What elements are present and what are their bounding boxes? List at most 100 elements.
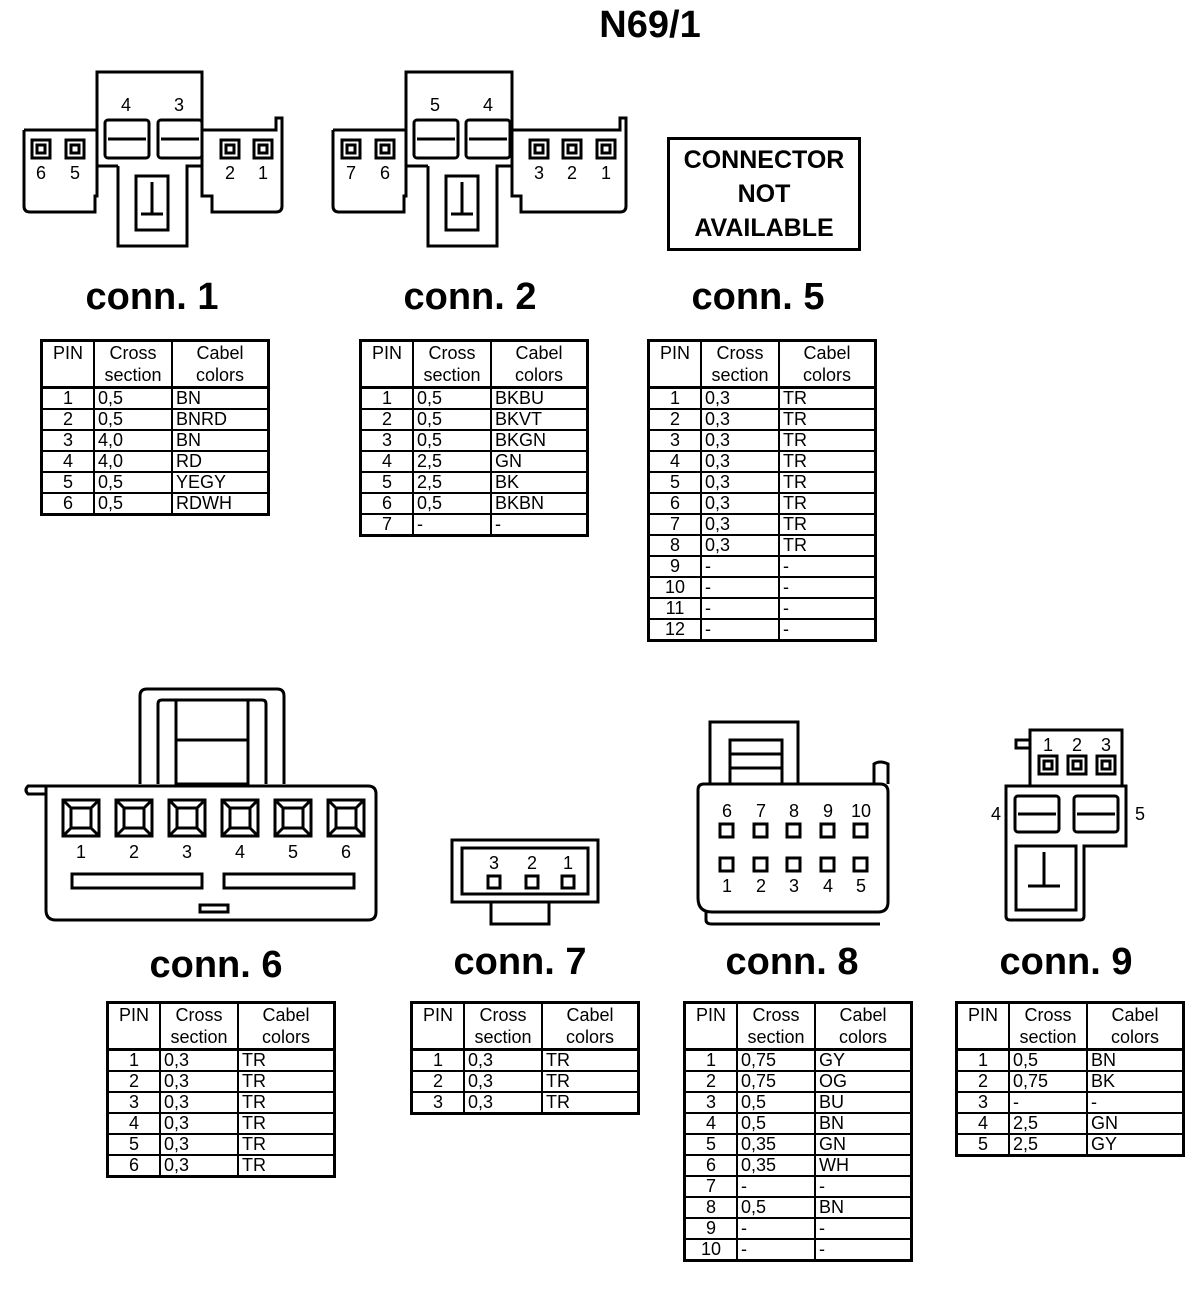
cross-section-cell: 2,5: [1008, 1112, 1088, 1135]
cable-color-cell: TR: [778, 386, 877, 410]
color-header-line1: Cabel: [515, 343, 563, 363]
cable-color-cell: TR: [778, 429, 877, 452]
pin-cell: 6: [359, 492, 414, 515]
connector-not-available-box: CONNECTOR NOT AVAILABLE: [667, 137, 861, 251]
cross-section-cell: 4,0: [93, 429, 173, 452]
conn-1-label: conn. 1: [85, 276, 219, 318]
cable-color-cell: TR: [237, 1133, 336, 1156]
conn8-pin-label: 5: [856, 876, 866, 896]
pin-header: PIN: [106, 1001, 161, 1051]
conn8-pin-label: 10: [851, 801, 871, 821]
cable-color-cell: BKVT: [490, 408, 589, 431]
conn1-pin-label: 2: [225, 163, 235, 183]
cross-header-line1: Cross: [752, 1005, 800, 1025]
cable-color-cell: TR: [541, 1070, 640, 1093]
cross-section-cell: 0,3: [700, 534, 780, 557]
color-header-line1: Cabel: [262, 1005, 310, 1025]
cross-header-line2: section: [711, 365, 769, 385]
connector-8-drawing: [696, 720, 890, 926]
table-row: 10--: [683, 1238, 913, 1262]
pin-cell: 5: [106, 1133, 161, 1156]
pin-cell: 2: [410, 1070, 465, 1093]
cross-section-cell: 0,3: [159, 1048, 239, 1072]
conn9-pin-label: 4: [991, 804, 1001, 824]
pin-cell: 6: [683, 1154, 738, 1177]
cable-color-cell: TR: [237, 1112, 336, 1135]
pin-cell: 10: [647, 576, 702, 599]
conn2-pin-label: 3: [534, 163, 544, 183]
cable-color-cell: TR: [237, 1091, 336, 1114]
pin-header: PIN: [955, 1001, 1010, 1051]
cross-section-cell: 0,3: [463, 1091, 543, 1115]
conn6-pin-label: 2: [129, 842, 139, 862]
pin-number-labels: 4 3 6 5 2 1 5 4 7 6 3 2 1 1 2 3 4 5 6 3 …: [36, 95, 1145, 896]
cross-section-cell: -: [736, 1217, 816, 1240]
conn6-pin-label: 5: [288, 842, 298, 862]
cross-section-cell: 0,3: [159, 1154, 239, 1178]
cable-color-cell: -: [490, 513, 589, 537]
pin-header: PIN: [359, 339, 414, 389]
cross-section-cell: 0,5: [736, 1196, 816, 1219]
cable-color-cell: RDWH: [171, 492, 270, 516]
conn-6-label: conn. 6: [149, 944, 283, 986]
color-header-line2: colors: [195, 365, 244, 385]
cross-header-line1: Cross: [1024, 1005, 1072, 1025]
pin-header: PIN: [647, 339, 702, 389]
cross-section-cell: 0,5: [93, 408, 173, 431]
pin-cell: 3: [683, 1091, 738, 1114]
cross-section-cell: 0,5: [1008, 1048, 1088, 1072]
cross-header-line1: Cross: [175, 1005, 223, 1025]
pin-cell: 2: [106, 1070, 161, 1093]
diagram-title: N69/1: [599, 4, 701, 46]
cable-color-cell: GN: [814, 1133, 913, 1156]
conn9-pin-label: 5: [1135, 804, 1145, 824]
connector-9-drawing: [1004, 728, 1128, 922]
color-header-line2: colors: [1110, 1027, 1159, 1047]
pin-header: PIN: [683, 1001, 738, 1051]
pin-cell: 3: [106, 1091, 161, 1114]
pin-cell: 4: [106, 1112, 161, 1135]
pin-cell: 5: [955, 1133, 1010, 1157]
pin-cell: 1: [955, 1048, 1010, 1072]
cable-color-cell: BN: [1086, 1048, 1185, 1072]
cable-color-cell: TR: [541, 1048, 640, 1072]
cable-color-cell: GY: [814, 1048, 913, 1072]
cross-section-cell: 0,3: [700, 513, 780, 536]
cable-color-cell: TR: [541, 1091, 640, 1115]
pin-cell: 2: [683, 1070, 738, 1093]
pin-cell: 6: [647, 492, 702, 515]
conn2-pin-label: 7: [346, 163, 356, 183]
cable-color-cell: TR: [778, 408, 877, 431]
cross-section-cell: -: [736, 1238, 816, 1262]
connector-2-drawing: [331, 70, 628, 248]
cross-header-line2: section: [104, 365, 162, 385]
cable-color-cell: -: [814, 1217, 913, 1240]
conn8-pin-label: 1: [722, 876, 732, 896]
cross-header-line2: section: [747, 1027, 805, 1047]
cable-color-cell: TR: [237, 1154, 336, 1178]
